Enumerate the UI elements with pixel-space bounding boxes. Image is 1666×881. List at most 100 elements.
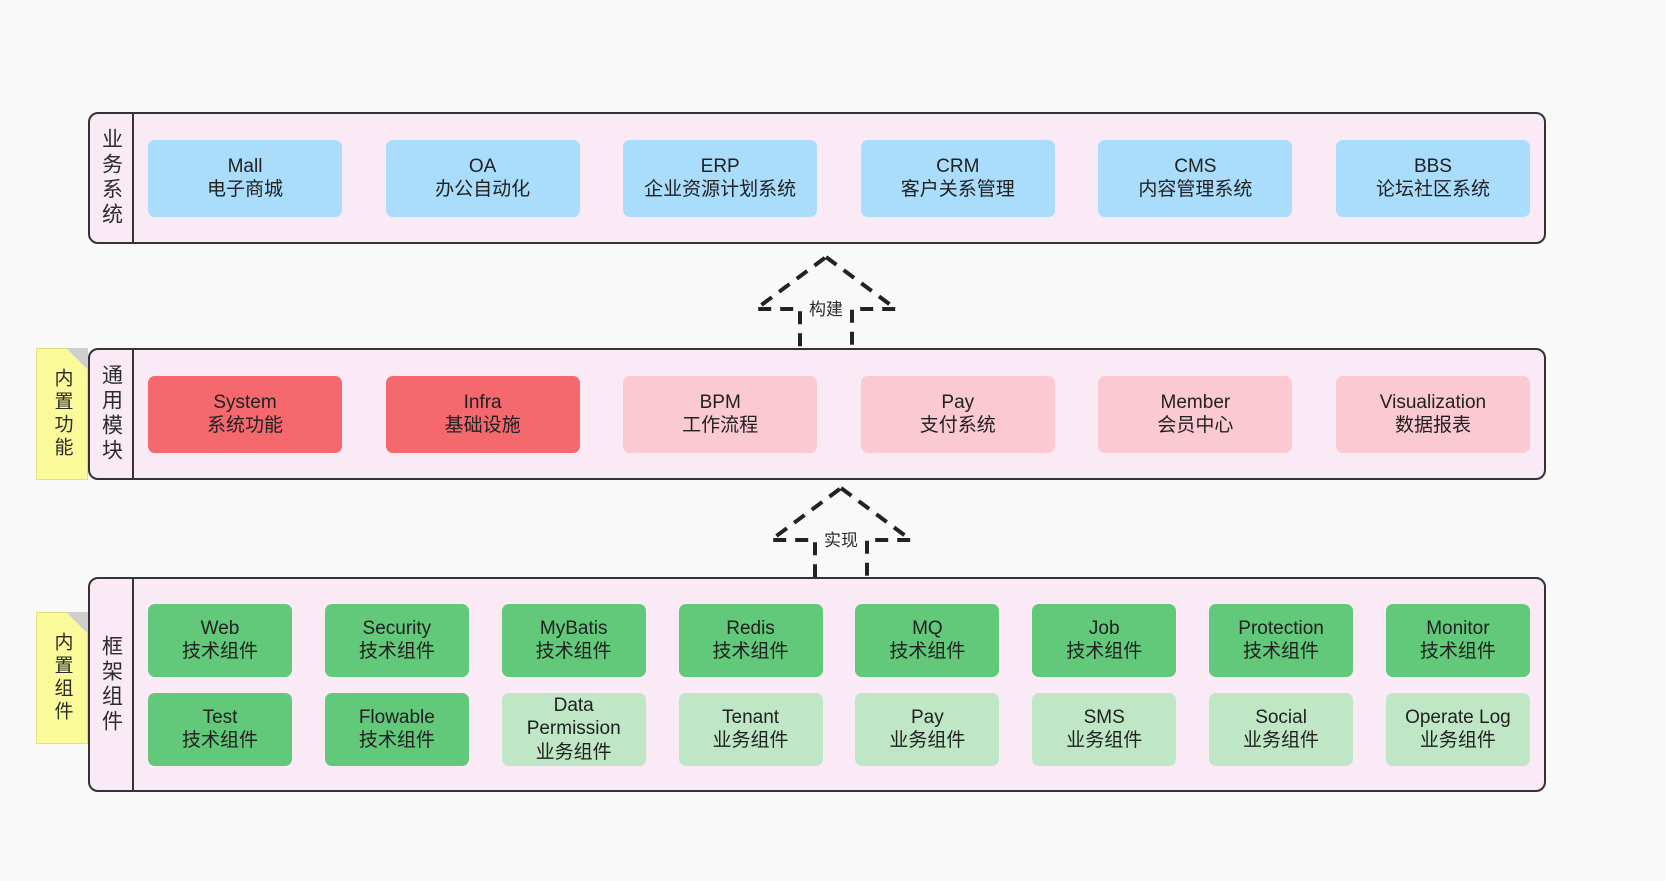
node-title: Operate Log (1405, 706, 1511, 728)
modules-node-row: System 系统功能 Infra 基础设施 BPM 工作流程 Pay 支付系统… (148, 375, 1530, 453)
arrow-implement: 实现 (751, 484, 931, 592)
arrow-build: 构建 (736, 253, 916, 361)
layer-framework-components: 框架组件 Web 技术组件 Security 技术组件 MyBatis 技术组件… (88, 577, 1546, 792)
node-pay-module[interactable]: Pay 支付系统 (860, 375, 1055, 453)
node-bpm[interactable]: BPM 工作流程 (623, 375, 818, 453)
node-title: CMS (1174, 155, 1217, 177)
node-subtitle: 业务组件 (1243, 730, 1320, 751)
framework-biz-row: Test 技术组件 Flowable 技术组件 Data Permission … (148, 692, 1530, 766)
node-subtitle: 技术组件 (181, 730, 258, 751)
node-title-line2: Permission (526, 718, 621, 740)
node-flowable[interactable]: Flowable 技术组件 (324, 692, 469, 766)
layer-business-systems: 业务系统 Mall 电子商城 OA 办公自动化 ERP 企业资源计划系统 CRM (88, 112, 1546, 244)
arrow-implement-label: 实现 (824, 531, 858, 550)
node-title: SMS (1083, 706, 1125, 728)
node-subtitle: 会员中心 (1157, 415, 1234, 436)
node-subtitle: 内容管理系统 (1138, 179, 1253, 200)
arrow-build-label: 构建 (809, 300, 843, 319)
sticky-note-text: 内置功能 (51, 368, 73, 460)
node-mybatis[interactable]: MyBatis 技术组件 (501, 603, 646, 677)
node-security[interactable]: Security 技术组件 (324, 603, 469, 677)
layer-business-body: Mall 电子商城 OA 办公自动化 ERP 企业资源计划系统 CRM 客户关系… (134, 114, 1544, 242)
node-subtitle: 业务组件 (1066, 730, 1143, 751)
node-redis[interactable]: Redis 技术组件 (678, 603, 823, 677)
node-mall[interactable]: Mall 电子商城 (148, 139, 342, 217)
layer-modules-label: 通用模块 (99, 364, 123, 464)
node-social[interactable]: Social 业务组件 (1209, 692, 1354, 766)
node-title: Redis (726, 617, 775, 639)
node-title: Data (553, 695, 594, 717)
node-subtitle: 论坛社区系统 (1375, 179, 1490, 200)
node-title: MyBatis (539, 617, 608, 639)
layer-business-label: 业务系统 (99, 128, 123, 228)
node-subtitle: 技术组件 (1243, 641, 1320, 662)
node-mq[interactable]: MQ 技术组件 (855, 603, 1000, 677)
node-title: Visualization (1379, 391, 1487, 413)
node-title: Infra (463, 391, 502, 413)
node-pay-component[interactable]: Pay 业务组件 (855, 692, 1000, 766)
node-system[interactable]: System 系统功能 (148, 375, 342, 453)
node-subtitle: 支付系统 (919, 415, 996, 436)
node-cms[interactable]: CMS 内容管理系统 (1098, 139, 1293, 217)
node-subtitle: 办公自动化 (435, 179, 531, 200)
node-title: Security (362, 617, 432, 639)
node-title: Test (202, 706, 238, 728)
node-bbs[interactable]: BBS 论坛社区系统 (1335, 139, 1530, 217)
node-subtitle: 客户关系管理 (900, 179, 1015, 200)
node-subtitle: 系统功能 (206, 415, 283, 436)
node-title: MQ (912, 617, 943, 639)
node-infra[interactable]: Infra 基础设施 (385, 375, 580, 453)
node-visualization[interactable]: Visualization 数据报表 (1335, 375, 1530, 453)
node-subtitle: 数据报表 (1394, 415, 1471, 436)
node-member[interactable]: Member 会员中心 (1098, 375, 1293, 453)
node-oa[interactable]: OA 办公自动化 (385, 139, 580, 217)
node-subtitle: 业务组件 (535, 741, 612, 763)
node-subtitle: 技术组件 (889, 641, 966, 662)
layer-framework-body: Web 技术组件 Security 技术组件 MyBatis 技术组件 Redi… (134, 579, 1544, 790)
node-operate-log[interactable]: Operate Log 业务组件 (1385, 692, 1530, 766)
layer-divider (132, 350, 134, 478)
layer-divider (132, 579, 134, 790)
node-title: Pay (911, 706, 944, 728)
node-subtitle: 业务组件 (889, 730, 966, 751)
node-title: Monitor (1426, 617, 1490, 639)
node-test[interactable]: Test 技术组件 (148, 692, 292, 766)
framework-tech-row: Web 技术组件 Security 技术组件 MyBatis 技术组件 Redi… (148, 603, 1530, 677)
node-title: Tenant (722, 706, 780, 728)
layer-framework-label: 框架组件 (99, 634, 123, 735)
node-subtitle: 企业资源计划系统 (644, 179, 797, 200)
node-title: Pay (941, 391, 975, 413)
node-title: Protection (1238, 617, 1324, 639)
node-title: Web (200, 617, 240, 639)
node-title: BBS (1413, 155, 1452, 177)
node-subtitle: 技术组件 (358, 730, 435, 751)
node-title: Job (1088, 617, 1120, 639)
node-subtitle: 业务组件 (712, 730, 789, 751)
node-protection[interactable]: Protection 技术组件 (1209, 603, 1354, 677)
node-title: Mall (227, 155, 263, 177)
layer-modules-body: System 系统功能 Infra 基础设施 BPM 工作流程 Pay 支付系统… (134, 350, 1544, 478)
node-web[interactable]: Web 技术组件 (148, 603, 292, 677)
node-subtitle: 技术组件 (181, 641, 258, 662)
node-monitor[interactable]: Monitor 技术组件 (1385, 603, 1530, 677)
node-crm[interactable]: CRM 客户关系管理 (860, 139, 1055, 217)
node-title: OA (468, 155, 497, 177)
node-subtitle: 技术组件 (712, 641, 789, 662)
node-title: BPM (699, 391, 741, 413)
sticky-note-builtin-components: 内置组件 (36, 612, 88, 744)
node-subtitle: 电子商城 (206, 179, 283, 200)
node-title: Flowable (358, 706, 435, 728)
node-data-permission[interactable]: Data Permission 业务组件 (501, 692, 646, 766)
node-tenant[interactable]: Tenant 业务组件 (678, 692, 823, 766)
layer-divider (132, 114, 134, 242)
node-erp[interactable]: ERP 企业资源计划系统 (623, 139, 818, 217)
node-subtitle: 技术组件 (535, 641, 612, 662)
node-title: Social (1255, 706, 1307, 728)
node-job[interactable]: Job 技术组件 (1032, 603, 1177, 677)
node-subtitle: 技术组件 (1419, 641, 1496, 662)
node-sms[interactable]: SMS 业务组件 (1032, 692, 1177, 766)
layer-common-modules: 通用模块 System 系统功能 Infra 基础设施 BPM 工作流程 Pay (88, 348, 1546, 480)
sticky-note-text: 内置组件 (51, 632, 73, 724)
node-title: ERP (700, 155, 740, 177)
